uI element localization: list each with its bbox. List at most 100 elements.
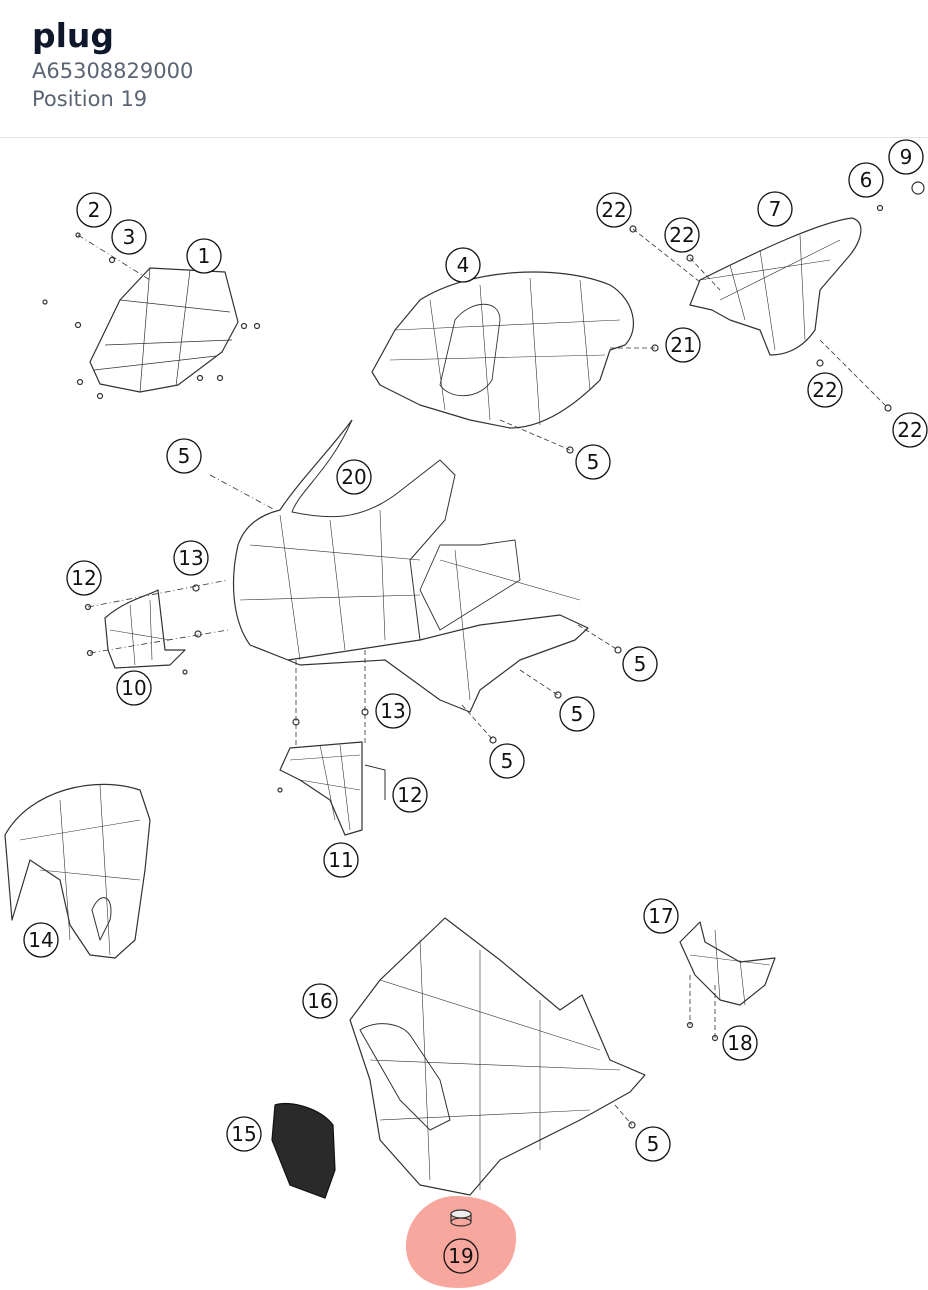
- mirror-bracket-part: [84, 579, 229, 675]
- callout-label: 5: [647, 1132, 660, 1156]
- exploded-parts-diagram[interactable]: 1234555555679101112121313141516171819202…: [0, 139, 928, 1290]
- callout-5[interactable]: 5: [166, 438, 202, 474]
- callout-label: 5: [501, 749, 514, 773]
- callout-20[interactable]: 20: [336, 459, 372, 495]
- callout-circle: [443, 1238, 479, 1274]
- callout-4[interactable]: 4: [445, 247, 481, 283]
- callout-5[interactable]: 5: [559, 696, 595, 732]
- callout-9[interactable]: 9: [888, 139, 924, 175]
- callout-13[interactable]: 13: [173, 540, 209, 576]
- callout-label: 3: [123, 225, 136, 249]
- callout-label: 14: [28, 928, 53, 952]
- callout-18[interactable]: 18: [722, 1025, 758, 1061]
- callout-11[interactable]: 11: [323, 842, 359, 878]
- callout-circle: [622, 646, 658, 682]
- highlight-part-19: [406, 1196, 516, 1288]
- callout-5[interactable]: 5: [635, 1126, 671, 1162]
- callout-7[interactable]: 7: [757, 191, 793, 227]
- callout-22[interactable]: 22: [892, 412, 928, 448]
- tail-section-part: [629, 181, 925, 412]
- callout-label: 15: [231, 1122, 256, 1146]
- callout-14[interactable]: 14: [23, 922, 59, 958]
- callout-12[interactable]: 12: [66, 560, 102, 596]
- callout-label: 21: [670, 333, 695, 357]
- callout-circle: [173, 540, 209, 576]
- callout-label: 17: [648, 904, 673, 928]
- callout-label: 22: [669, 223, 694, 247]
- callout-22[interactable]: 22: [596, 192, 632, 228]
- callout-circle: [323, 842, 359, 878]
- callout-21[interactable]: 21: [665, 327, 701, 363]
- callout-label: 22: [601, 198, 626, 222]
- callout-circle: [807, 372, 843, 408]
- callout-5[interactable]: 5: [489, 743, 525, 779]
- callout-circle: [166, 438, 202, 474]
- callout-circle: [336, 459, 372, 495]
- callout-circle: [888, 139, 924, 175]
- callout-label: 13: [380, 699, 405, 723]
- callout-1[interactable]: 1: [186, 238, 222, 274]
- callout-22[interactable]: 22: [664, 217, 700, 253]
- callout-label: 5: [571, 702, 584, 726]
- callout-label: 6: [860, 168, 873, 192]
- callout-label: 12: [71, 566, 96, 590]
- callout-13[interactable]: 13: [375, 693, 411, 729]
- callout-6[interactable]: 6: [848, 162, 884, 198]
- callout-label: 22: [897, 418, 922, 442]
- callout-12[interactable]: 12: [392, 777, 428, 813]
- callout-label: 1: [198, 244, 211, 268]
- callout-label: 19: [448, 1244, 473, 1268]
- callout-label: 20: [341, 465, 366, 489]
- callout-label: 12: [397, 783, 422, 807]
- callout-circle: [635, 1126, 671, 1162]
- callout-circle: [111, 219, 147, 255]
- callout-circle: [665, 327, 701, 363]
- callout-circle: [892, 412, 928, 448]
- callout-5[interactable]: 5: [622, 646, 658, 682]
- callout-label: 5: [178, 444, 191, 468]
- part-number: A65308829000: [32, 59, 194, 83]
- callout-3[interactable]: 3: [111, 219, 147, 255]
- front-mudguard-part: [4, 783, 151, 959]
- callout-circle: [392, 777, 428, 813]
- callout-circle: [302, 983, 338, 1019]
- callout-circle: [186, 238, 222, 274]
- windshield-part: [42, 232, 261, 400]
- callout-circle: [76, 192, 112, 228]
- callout-circle: [575, 444, 611, 480]
- callout-17[interactable]: 17: [643, 898, 679, 934]
- callout-circle: [489, 743, 525, 779]
- part-position: Position 19: [32, 87, 148, 111]
- callout-label: 4: [457, 253, 470, 277]
- callout-circle: [596, 192, 632, 228]
- plug-part: [450, 1209, 472, 1227]
- grille-part: [271, 1102, 336, 1199]
- callout-label: 13: [178, 546, 203, 570]
- callout-circle: [66, 560, 102, 596]
- callout-circle: [722, 1025, 758, 1061]
- callout-2[interactable]: 2: [76, 192, 112, 228]
- tank-cover-part: [371, 271, 659, 454]
- callout-10[interactable]: 10: [116, 670, 152, 706]
- callout-label: 7: [769, 197, 782, 221]
- callout-label: 18: [727, 1031, 752, 1055]
- callout-circle: [226, 1116, 262, 1152]
- callout-16[interactable]: 16: [302, 983, 338, 1019]
- callout-circle: [757, 191, 793, 227]
- callout-label: 10: [121, 676, 146, 700]
- part-header: plug A65308829000 Position 19: [0, 0, 928, 138]
- callout-22[interactable]: 22: [807, 372, 843, 408]
- callout-19[interactable]: 19: [443, 1238, 479, 1274]
- inner-panel-part: [277, 650, 386, 836]
- callout-label: 16: [307, 989, 332, 1013]
- callout-label: 9: [900, 145, 913, 169]
- belly-pan-part: [349, 917, 646, 1196]
- callout-label: 5: [587, 450, 600, 474]
- callout-15[interactable]: 15: [226, 1116, 262, 1152]
- callout-circle: [643, 898, 679, 934]
- callout-5[interactable]: 5: [575, 444, 611, 480]
- part-title: plug: [32, 16, 115, 55]
- callout-circle: [375, 693, 411, 729]
- callout-circle: [23, 922, 59, 958]
- callout-circle: [848, 162, 884, 198]
